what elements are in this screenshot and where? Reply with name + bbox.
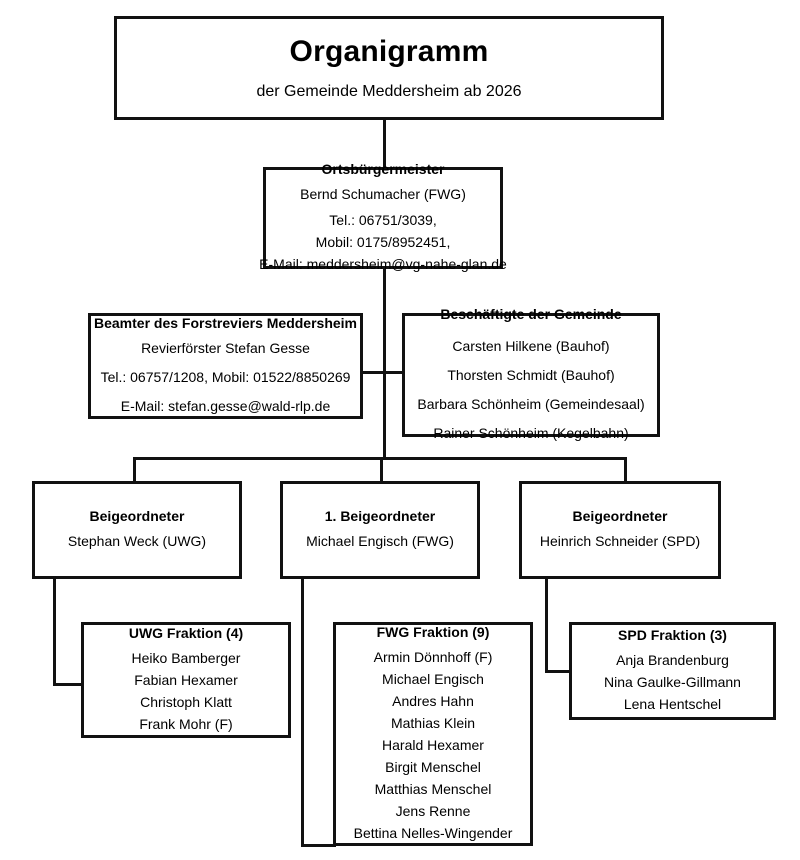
page-title: Organigramm — [289, 35, 489, 68]
list-item: Matthias Menschel — [374, 781, 492, 798]
list-item: Barbara Schönheim (Gemeindesaal) — [417, 396, 645, 412]
node-beschaeftigte: Beschäftigte der Gemeinde Carsten Hilken… — [402, 306, 660, 441]
deputy-role: Beigeordneter — [89, 507, 185, 524]
connector-deputy2-to-fwg-horizontal — [301, 844, 336, 847]
list-item: Frank Mohr (F) — [139, 716, 233, 733]
node-fraktion-spd: SPD Fraktion (3) Anja Brandenburg Nina G… — [569, 622, 776, 720]
node-ortsbuergermeister: Ortsbürgermeister Bernd Schumacher (FWG)… — [259, 161, 507, 272]
connector-forestry-employees — [363, 371, 405, 374]
list-item: Nina Gaulke-Gillmann — [604, 673, 741, 690]
deputy-name: Stephan Weck (UWG) — [67, 532, 207, 549]
list-item: Thorsten Schmidt (Bauhof) — [447, 366, 615, 383]
fraktion-header: SPD Fraktion (3) — [618, 626, 727, 643]
list-item: Armin Dönnhoff (F) — [373, 648, 493, 665]
list-item: Rainer Schönheim (Kegelbahn) — [433, 425, 629, 442]
connector-deputy3-to-spd-vertical — [545, 579, 548, 673]
deputy-name: Heinrich Schneider (SPD) — [539, 532, 701, 549]
connector-deputy1-to-uwg-horizontal — [53, 683, 84, 686]
employees-header: Beschäftigte der Gemeinde — [440, 305, 622, 322]
forestry-header: Beamter des Forstreviers Meddersheim — [94, 314, 357, 331]
connector-deputy2-to-fwg-vertical — [301, 579, 304, 847]
list-item: Jens Renne — [395, 803, 471, 820]
list-item: Anja Brandenburg — [616, 651, 729, 668]
deputy-role: Beigeordneter — [572, 507, 668, 524]
mayor-mobile: Mobil: 0175/8952451, — [315, 234, 451, 250]
list-item: Bettina Nelles-Wingender — [353, 825, 513, 842]
fraktion-header: UWG Fraktion (4) — [128, 624, 244, 641]
list-item: Christoph Klatt — [140, 694, 232, 710]
chart-title-box: Organigramm der Gemeinde Meddersheim ab … — [114, 16, 664, 120]
list-item: Andres Hahn — [392, 692, 474, 709]
fraktion-header: FWG Fraktion (9) — [376, 623, 490, 640]
list-item: Carsten Hilkene (Bauhof) — [452, 337, 610, 354]
node-forstrevier: Beamter des Forstreviers Meddersheim Rev… — [88, 313, 363, 419]
node-fraktion-fwg: FWG Fraktion (9) Armin Dönnhoff (F) Mich… — [333, 622, 533, 846]
forestry-email: E-Mail: stefan.gesse@wald-rlp.de — [120, 398, 331, 415]
deputy-name: Michael Engisch (FWG) — [306, 532, 454, 549]
mayor-phone: Tel.: 06751/3039, — [329, 211, 437, 228]
list-item: Michael Engisch — [382, 670, 484, 687]
node-beigeordneter-spd: Beigeordneter Heinrich Schneider (SPD) — [519, 481, 721, 579]
connector-drop-deputy-3 — [624, 457, 627, 481]
connector-drop-deputy-1 — [133, 457, 136, 481]
list-item: Fabian Hexamer — [134, 671, 238, 688]
connector-title-to-mayor — [383, 120, 386, 167]
connector-deputy1-to-uwg-vertical — [53, 579, 56, 686]
node-beigeordneter-uwg: Beigeordneter Stephan Weck (UWG) — [32, 481, 242, 579]
list-item: Heiko Bamberger — [131, 649, 241, 666]
connector-deputy3-to-spd-horizontal — [545, 670, 572, 673]
list-item: Birgit Menschel — [385, 759, 481, 776]
page-subtitle: der Gemeinde Meddersheim ab 2026 — [256, 83, 522, 100]
mayor-email: E-Mail: meddersheim@vg-nahe-glan.de — [259, 256, 507, 273]
mayor-role: Ortsbürgermeister — [321, 160, 445, 177]
deputy-role: 1. Beigeordneter — [324, 507, 436, 524]
connector-mayor-trunk — [383, 269, 386, 458]
mayor-name: Bernd Schumacher (FWG) — [300, 185, 466, 202]
forestry-name: Revierförster Stefan Gesse — [141, 339, 310, 356]
node-erster-beigeordneter-fwg: 1. Beigeordneter Michael Engisch (FWG) — [280, 481, 480, 579]
forestry-phone: Tel.: 06757/1208, Mobil: 01522/8850269 — [100, 368, 351, 385]
list-item: Lena Hentschel — [623, 696, 722, 713]
list-item: Harald Hexamer — [382, 736, 484, 753]
list-item: Mathias Klein — [390, 714, 476, 731]
connector-drop-deputy-2 — [380, 457, 383, 481]
node-fraktion-uwg: UWG Fraktion (4) Heiko Bamberger Fabian … — [81, 622, 291, 738]
